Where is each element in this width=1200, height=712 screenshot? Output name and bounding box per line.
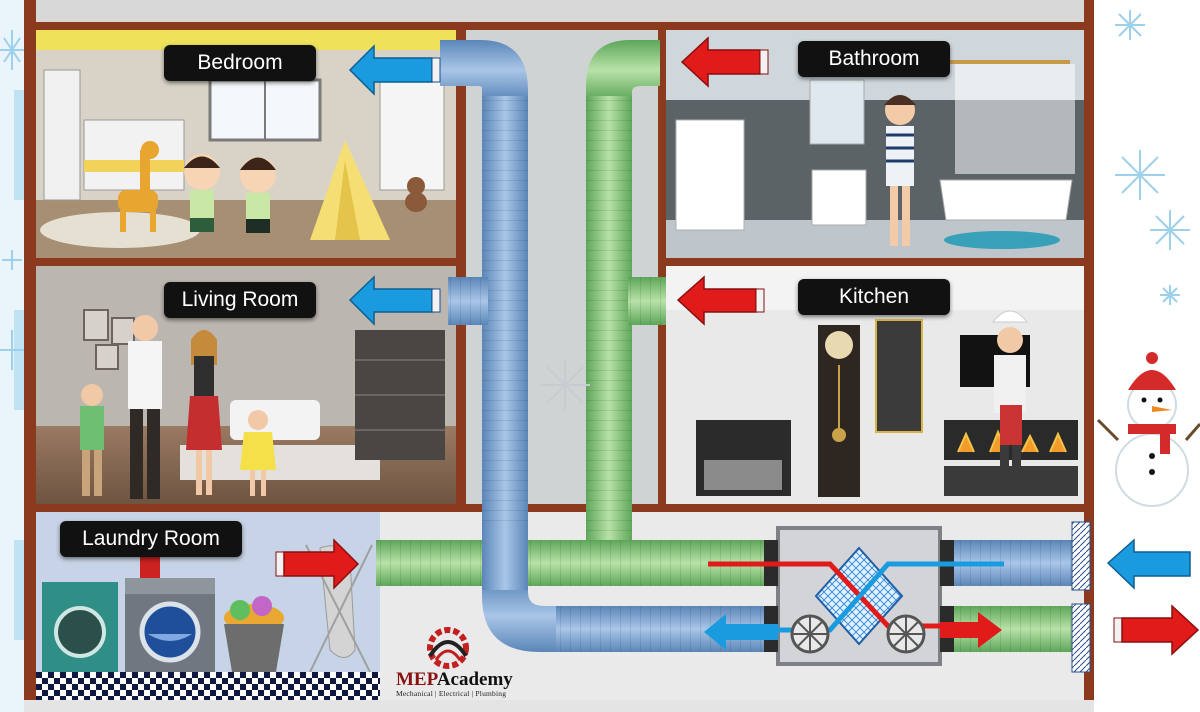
family-figures <box>80 315 276 499</box>
room-label-bathroom: Bathroom <box>798 41 950 77</box>
fresh-air-arrow-bedroom <box>348 44 441 96</box>
laundry-basket <box>224 596 284 672</box>
fresh-air-arrow-supply-out <box>704 614 778 650</box>
stale-air-arrow-to-outlet <box>940 612 1002 648</box>
chef-figure <box>991 310 1029 495</box>
laundry-decor <box>36 544 380 700</box>
room-label-laundry-room: Laundry Room <box>60 521 242 557</box>
snowflakes <box>0 10 1190 410</box>
exhaust-riser-crossing <box>482 530 528 590</box>
washing-machine <box>125 556 215 672</box>
hrv-unit <box>708 526 1004 666</box>
logo-wordmark: MEPAcademy <box>396 669 513 691</box>
snowflake-icon <box>1115 10 1145 40</box>
children-figures <box>184 154 276 233</box>
giraffe-toy <box>118 141 159 232</box>
logo-name-part1: MEP <box>396 669 437 690</box>
mep-academy-logo-icon <box>427 627 469 669</box>
snowflake-icon <box>1150 210 1190 250</box>
supply-duct-system <box>376 40 1078 652</box>
room-label-kitchen: Kitchen <box>798 279 950 315</box>
woman-figure <box>884 95 916 246</box>
teddy-bear <box>405 177 427 212</box>
exhaust-grille <box>1071 603 1091 673</box>
stale-air-arrow-laundry <box>275 538 360 590</box>
kitchen-decor <box>666 266 1084 497</box>
dryer <box>42 582 118 672</box>
snowflake-icon <box>1115 150 1165 200</box>
room-label-living-room: Living Room <box>164 282 316 318</box>
sofa <box>230 400 320 440</box>
snowflake-icon <box>2 250 22 270</box>
room-label-bedroom: Bedroom <box>164 45 316 81</box>
checker-floor <box>36 672 380 700</box>
logo-tagline: Mechanical | Electrical | Plumbing <box>396 689 507 698</box>
airflow-arrows <box>275 36 1200 656</box>
snowflake-icon <box>540 360 590 410</box>
stale-air-arrow-bathroom <box>680 36 769 88</box>
exterior-left <box>0 0 24 712</box>
snowflake-icon <box>0 30 24 70</box>
stale-air-arrow-kitchen <box>676 275 765 326</box>
snowflake-icon <box>0 330 24 370</box>
stale-air-arrow-outside <box>1113 604 1200 656</box>
fresh-air-arrow-outside <box>1106 538 1191 590</box>
logo-name-part2: Academy <box>436 669 513 690</box>
exhaust-duct-system <box>440 40 1078 652</box>
intake-grille <box>1071 521 1091 591</box>
living-room-decor <box>36 266 456 504</box>
bathtub <box>939 179 1073 221</box>
supply-fan-icon <box>886 614 926 654</box>
fresh-air-arrow-living-room <box>348 275 441 326</box>
bedroom-decor <box>36 30 456 258</box>
snowflake-icon <box>1160 285 1180 305</box>
exhaust-fan-icon <box>790 614 830 654</box>
snowman-icon <box>1096 352 1200 507</box>
